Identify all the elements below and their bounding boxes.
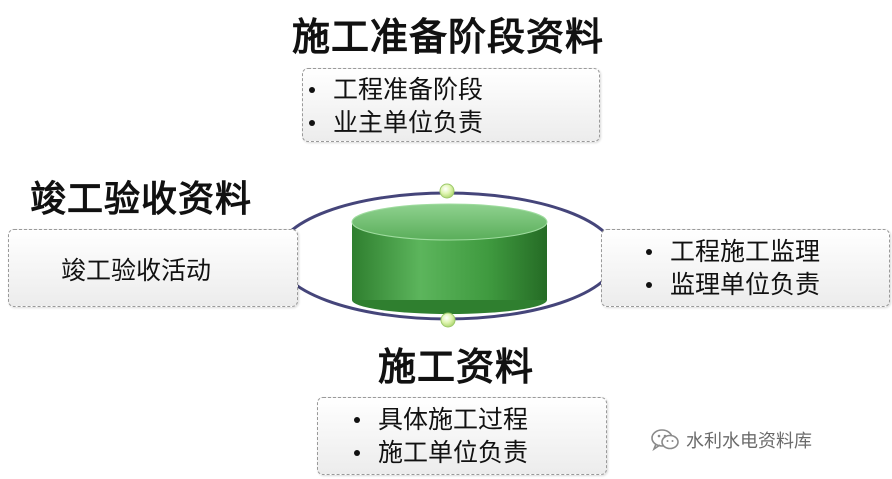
node-top [439, 183, 455, 199]
bullet-icon [309, 120, 315, 126]
heading-construction-data: 施工资料 [378, 344, 535, 389]
bullet-icon [354, 450, 360, 456]
bullet-icon [309, 87, 315, 93]
box-construction-data: 具体施工过程 施工单位负责 [317, 397, 607, 475]
heading-construction-prep: 施工准备阶段资料 [292, 14, 605, 59]
watermark: 水利水电资料库 [650, 425, 812, 455]
wechat-icon [651, 429, 679, 452]
bullet-icon [646, 249, 652, 255]
bullet-icon [646, 282, 652, 288]
orbit-ring [275, 191, 619, 321]
box-supervision: 工程施工监理 监理单位负责 [601, 229, 890, 307]
box-completion-acceptance: 竣工验收活动 [8, 229, 298, 307]
database-cylinder-icon [351, 203, 548, 314]
node-bottom [440, 312, 456, 328]
watermark-text: 水利水电资料库 [686, 431, 812, 452]
box-construction-prep: 工程准备阶段 业主单位负责 [302, 68, 600, 142]
list-item: 具体施工过程 [354, 403, 606, 436]
list-item: 工程准备阶段 [309, 73, 599, 106]
list-item: 施工单位负责 [354, 436, 606, 469]
list-item: 工程施工监理 [646, 235, 889, 268]
list-item: 监理单位负责 [646, 268, 889, 301]
heading-completion-acceptance: 竣工验收资料 [30, 178, 253, 220]
bullet-icon [354, 417, 360, 423]
completion-activity-text: 竣工验收活动 [61, 256, 212, 285]
list-item: 业主单位负责 [309, 106, 599, 139]
